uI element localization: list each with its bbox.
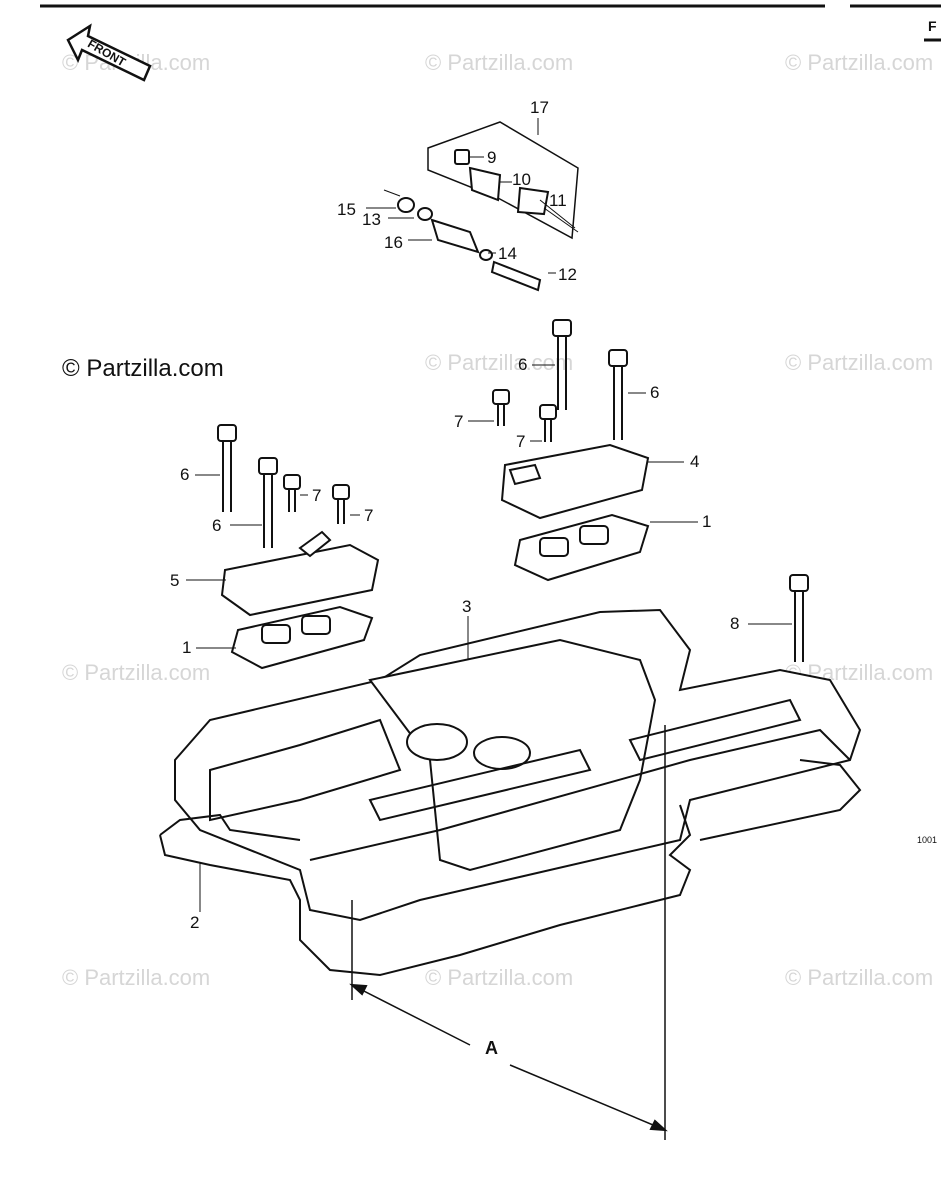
- callout-11: 11: [549, 191, 567, 210]
- callout-12: 12: [558, 265, 577, 284]
- dimension-label: A: [485, 1038, 498, 1058]
- corner-mark: F: [928, 18, 937, 34]
- callout-14: 14: [498, 244, 517, 263]
- front-arrow: FRONT: [64, 22, 154, 84]
- callout-6: 6: [212, 516, 222, 535]
- watermark: © Partzilla.com: [425, 50, 574, 75]
- watermark: © Partzilla.com: [425, 350, 574, 375]
- watermark: © Partzilla.com: [62, 965, 211, 990]
- callout-15: 15: [337, 200, 356, 219]
- callout-1: 1: [182, 638, 192, 657]
- callout-7: 7: [516, 432, 526, 451]
- callout-6: 6: [518, 355, 528, 374]
- callout-3: 3: [462, 597, 472, 616]
- watermark: © Partzilla.com: [785, 965, 934, 990]
- callout-9: 9: [487, 148, 497, 167]
- watermark: © Partzilla.com: [785, 350, 934, 375]
- watermark: © Partzilla.com: [785, 50, 934, 75]
- callout-4: 4: [690, 452, 700, 471]
- callout-2: 2: [190, 913, 200, 932]
- callout-7: 7: [312, 486, 322, 505]
- callout-17: 17: [530, 98, 549, 117]
- callout-8: 8: [730, 614, 740, 633]
- diagram-code: 1001: [917, 835, 938, 845]
- copyright-text: © Partzilla.com: [62, 355, 224, 382]
- callout-6: 6: [180, 465, 190, 484]
- callout-7: 7: [454, 412, 464, 431]
- callout-13: 13: [362, 210, 381, 229]
- front-arrow-icon: [66, 23, 152, 82]
- watermark: © Partzilla.com: [425, 965, 574, 990]
- callout-5: 5: [170, 571, 180, 590]
- callout-16: 16: [384, 233, 403, 252]
- callout-7: 7: [364, 506, 374, 525]
- watermark: © Partzilla.com: [62, 660, 211, 685]
- callout-6: 6: [650, 383, 660, 402]
- callout-1: 1: [702, 512, 712, 531]
- callout-10: 10: [512, 170, 531, 189]
